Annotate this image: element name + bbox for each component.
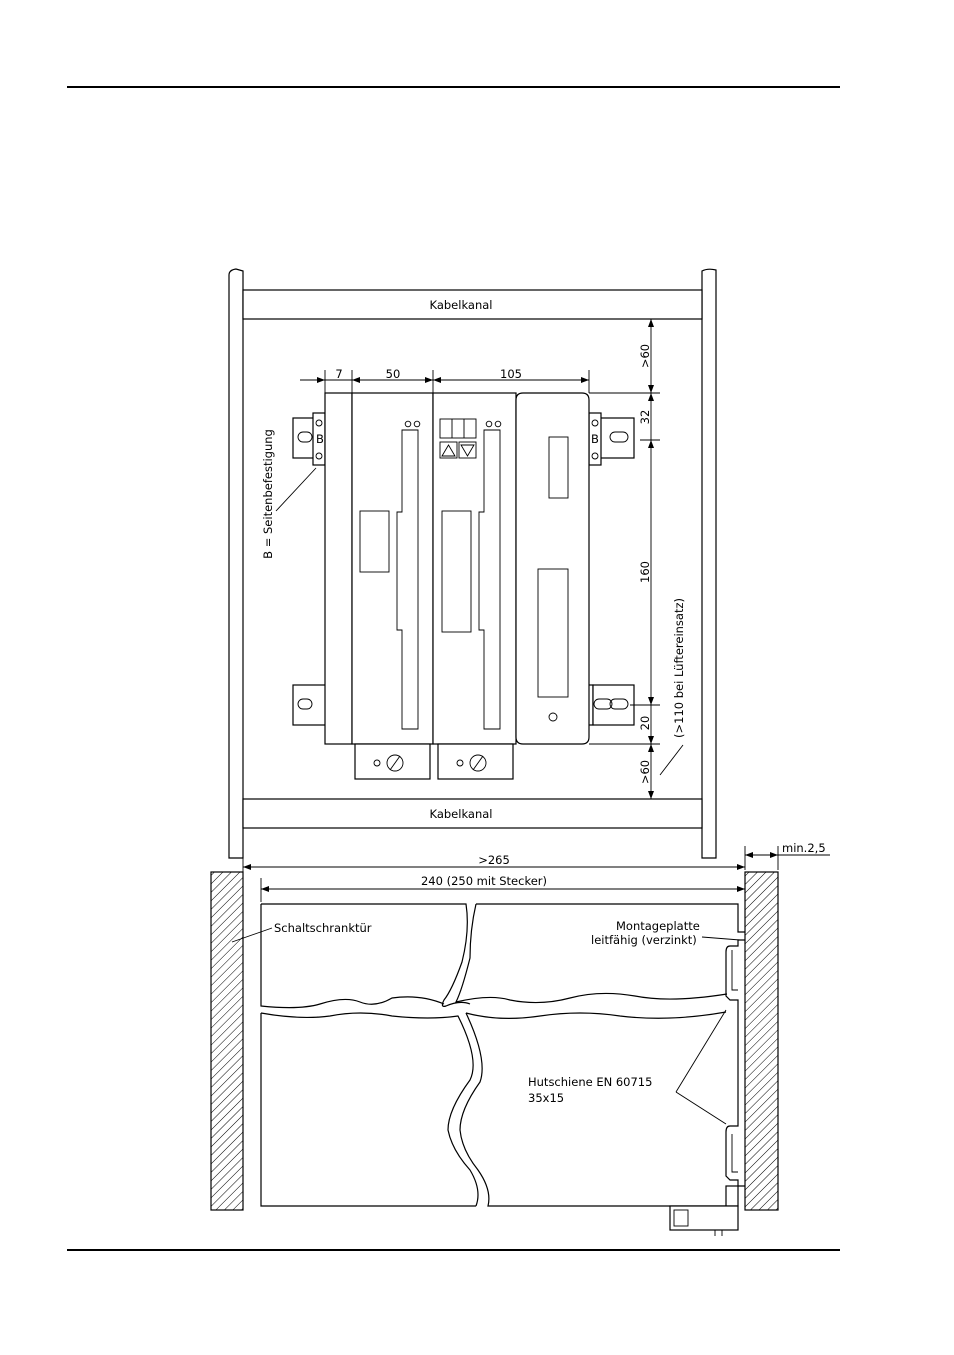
cable-duct-bottom-label: Kabelkanal <box>430 807 493 821</box>
module-1 <box>324 392 434 780</box>
dim-top-offset: 32 <box>638 410 652 425</box>
side-mount-letter-left: B <box>316 432 324 446</box>
dim-min-gap: min.2,5 <box>782 841 826 855</box>
cable-duct-top <box>242 289 703 320</box>
triangle-up-icon <box>441 444 456 457</box>
cabinet-wall-left <box>228 268 244 859</box>
arrow-down-icon <box>458 441 477 459</box>
side-mount-legend: B = Seitenbefestigung <box>261 429 275 559</box>
side-mount-leader <box>275 467 317 512</box>
cabinet-door <box>210 871 244 1211</box>
module-3 <box>515 392 590 745</box>
mounting-plate-leader <box>701 936 741 941</box>
dim-device-depth: 240 (250 mit Stecker) <box>421 874 547 888</box>
side-view: >265 240 (250 mit Stecker) min.2,5 <box>210 841 830 1236</box>
triangle-down-icon <box>460 444 475 457</box>
dim-bottom-offset: 20 <box>638 716 652 731</box>
din-rail-leader-lower <box>675 1091 727 1125</box>
side-mount-letter-right: B <box>591 432 599 446</box>
dim-height: 160 <box>638 561 652 583</box>
cable-duct-bottom <box>242 798 703 829</box>
front-view: Kabelkanal Kabelkanal B B <box>228 268 717 859</box>
dim-bottom-clearance: >60 <box>638 760 652 784</box>
arrow-up-icon <box>439 441 458 459</box>
dim-gap-left: 7 <box>335 367 342 381</box>
device-side-outline <box>260 903 745 1207</box>
din-rail-profile <box>669 939 745 1236</box>
dim-total-depth: >265 <box>478 853 510 867</box>
dim-wide-module-width: 105 <box>500 367 522 381</box>
din-rail-label-line2: 35x15 <box>528 1091 564 1105</box>
side-mount-bracket-right: B <box>588 412 602 466</box>
width-dimensions: 7 50 105 <box>300 367 590 393</box>
din-rail-label-line1: Hutschiene EN 60715 <box>528 1075 652 1089</box>
cabinet-wall-right <box>701 268 717 859</box>
height-dimensions: >60 32 160 20 >60 (>110 bei Lüftereinsat… <box>589 319 686 799</box>
din-rail-leader-upper <box>675 1009 727 1093</box>
mounting-plate-label-line1: Montageplatte <box>616 919 700 933</box>
fan-note: (>110 bei Lüftereinsatz) <box>672 598 686 738</box>
mounting-plate-label-line2: leitfähig (verzinkt) <box>591 933 697 947</box>
cabinet-door-label: Schaltschranktür <box>274 921 372 935</box>
cable-duct-top-label: Kabelkanal <box>430 298 493 312</box>
dim-module-width: 50 <box>386 367 401 381</box>
mounting-plate <box>744 871 779 1211</box>
dim-top-clearance: >60 <box>638 344 652 368</box>
side-mount-bracket-left: B <box>312 412 326 466</box>
module-2 <box>432 392 517 780</box>
cabinet-door-leader <box>231 927 273 943</box>
